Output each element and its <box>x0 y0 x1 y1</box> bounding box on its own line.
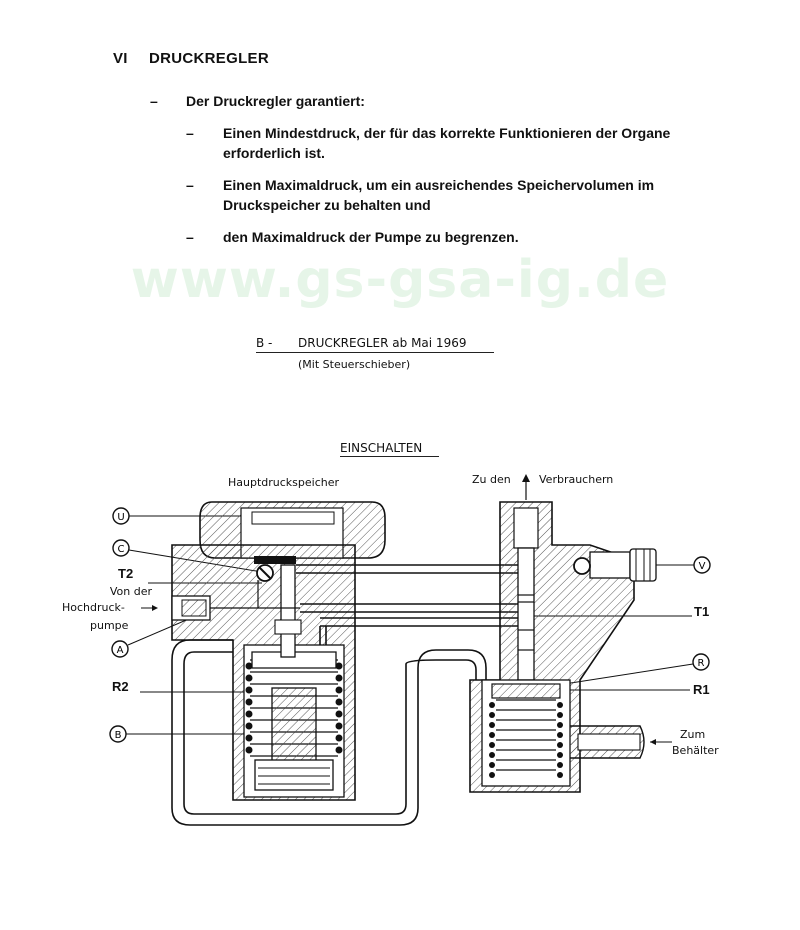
circle-b-text: B <box>115 730 122 741</box>
item-3-dash: – <box>186 229 194 245</box>
figure-caption: B - DRUCKREGLER ab Mai 1969 <box>256 336 466 350</box>
circle-u-text: U <box>117 512 124 523</box>
item-1-line2: erforderlich ist. <box>223 145 325 161</box>
circle-c-text: C <box>118 544 125 555</box>
mode-underline <box>340 456 439 457</box>
item-2-line1: Einen Maximaldruck, um ein ausreichendes… <box>223 177 655 193</box>
label-verbrauchern: Verbrauchern <box>539 473 614 486</box>
item-2-dash: – <box>186 177 194 193</box>
label-pumpe: pumpe <box>90 619 129 632</box>
connecting-pipes <box>171 564 520 826</box>
mode-label: EINSCHALTEN <box>340 441 423 455</box>
item-2-line2: Druckspeicher zu behalten und <box>223 197 431 213</box>
section-heading: VI DRUCKREGLER <box>113 50 269 67</box>
section-number: VI <box>113 50 128 67</box>
item-1-line1: Einen Mindestdruck, der für das korrekte… <box>223 125 671 141</box>
circle-a-text: A <box>117 645 124 656</box>
intro-text: Der Druckregler garantiert: <box>186 93 365 109</box>
watermark-text: www.gs-gsa-ig.de <box>130 250 670 310</box>
item-1-text: Einen Mindestdruck, der für das korrekte… <box>223 123 670 163</box>
left-regulator-body <box>171 501 386 801</box>
circle-r: R <box>692 653 710 671</box>
circle-v-text: V <box>699 561 706 572</box>
right-regulator-body <box>469 501 657 793</box>
label-t2: T2 <box>118 566 134 581</box>
item-2-text: Einen Maximaldruck, um ein ausreichendes… <box>223 175 654 215</box>
item-1-dash: – <box>186 125 194 141</box>
label-r2: R2 <box>112 679 129 694</box>
caption-prefix: B - <box>256 336 273 350</box>
label-t1: T1 <box>694 604 710 619</box>
label-r1: R1 <box>693 682 710 697</box>
outlet-arrowhead <box>650 739 656 745</box>
consumer-arrowhead <box>522 474 530 482</box>
intro-dash: – <box>150 93 158 109</box>
circle-a: A <box>111 640 129 658</box>
inlet-arrowhead <box>152 605 158 611</box>
label-von-der: Von der <box>109 585 152 598</box>
label-zu-den: Zu den <box>472 473 511 486</box>
caption-underline <box>256 352 494 353</box>
circle-c: C <box>112 539 130 557</box>
section-title: DRUCKREGLER <box>149 50 269 67</box>
caption-sub: (Mit Steuerschieber) <box>298 358 411 371</box>
label-hauptdruckspeicher: Hauptdruckspeicher <box>228 476 340 489</box>
circle-r-text: R <box>698 658 705 669</box>
label-behaelter: Behälter <box>672 744 719 757</box>
label-zum: Zum <box>680 728 706 741</box>
caption-title: DRUCKREGLER ab Mai 1969 <box>298 336 467 350</box>
label-hochdruck: Hochdruck- <box>62 601 125 614</box>
item-3-text: den Maximaldruck der Pumpe zu begrenzen. <box>223 229 519 245</box>
